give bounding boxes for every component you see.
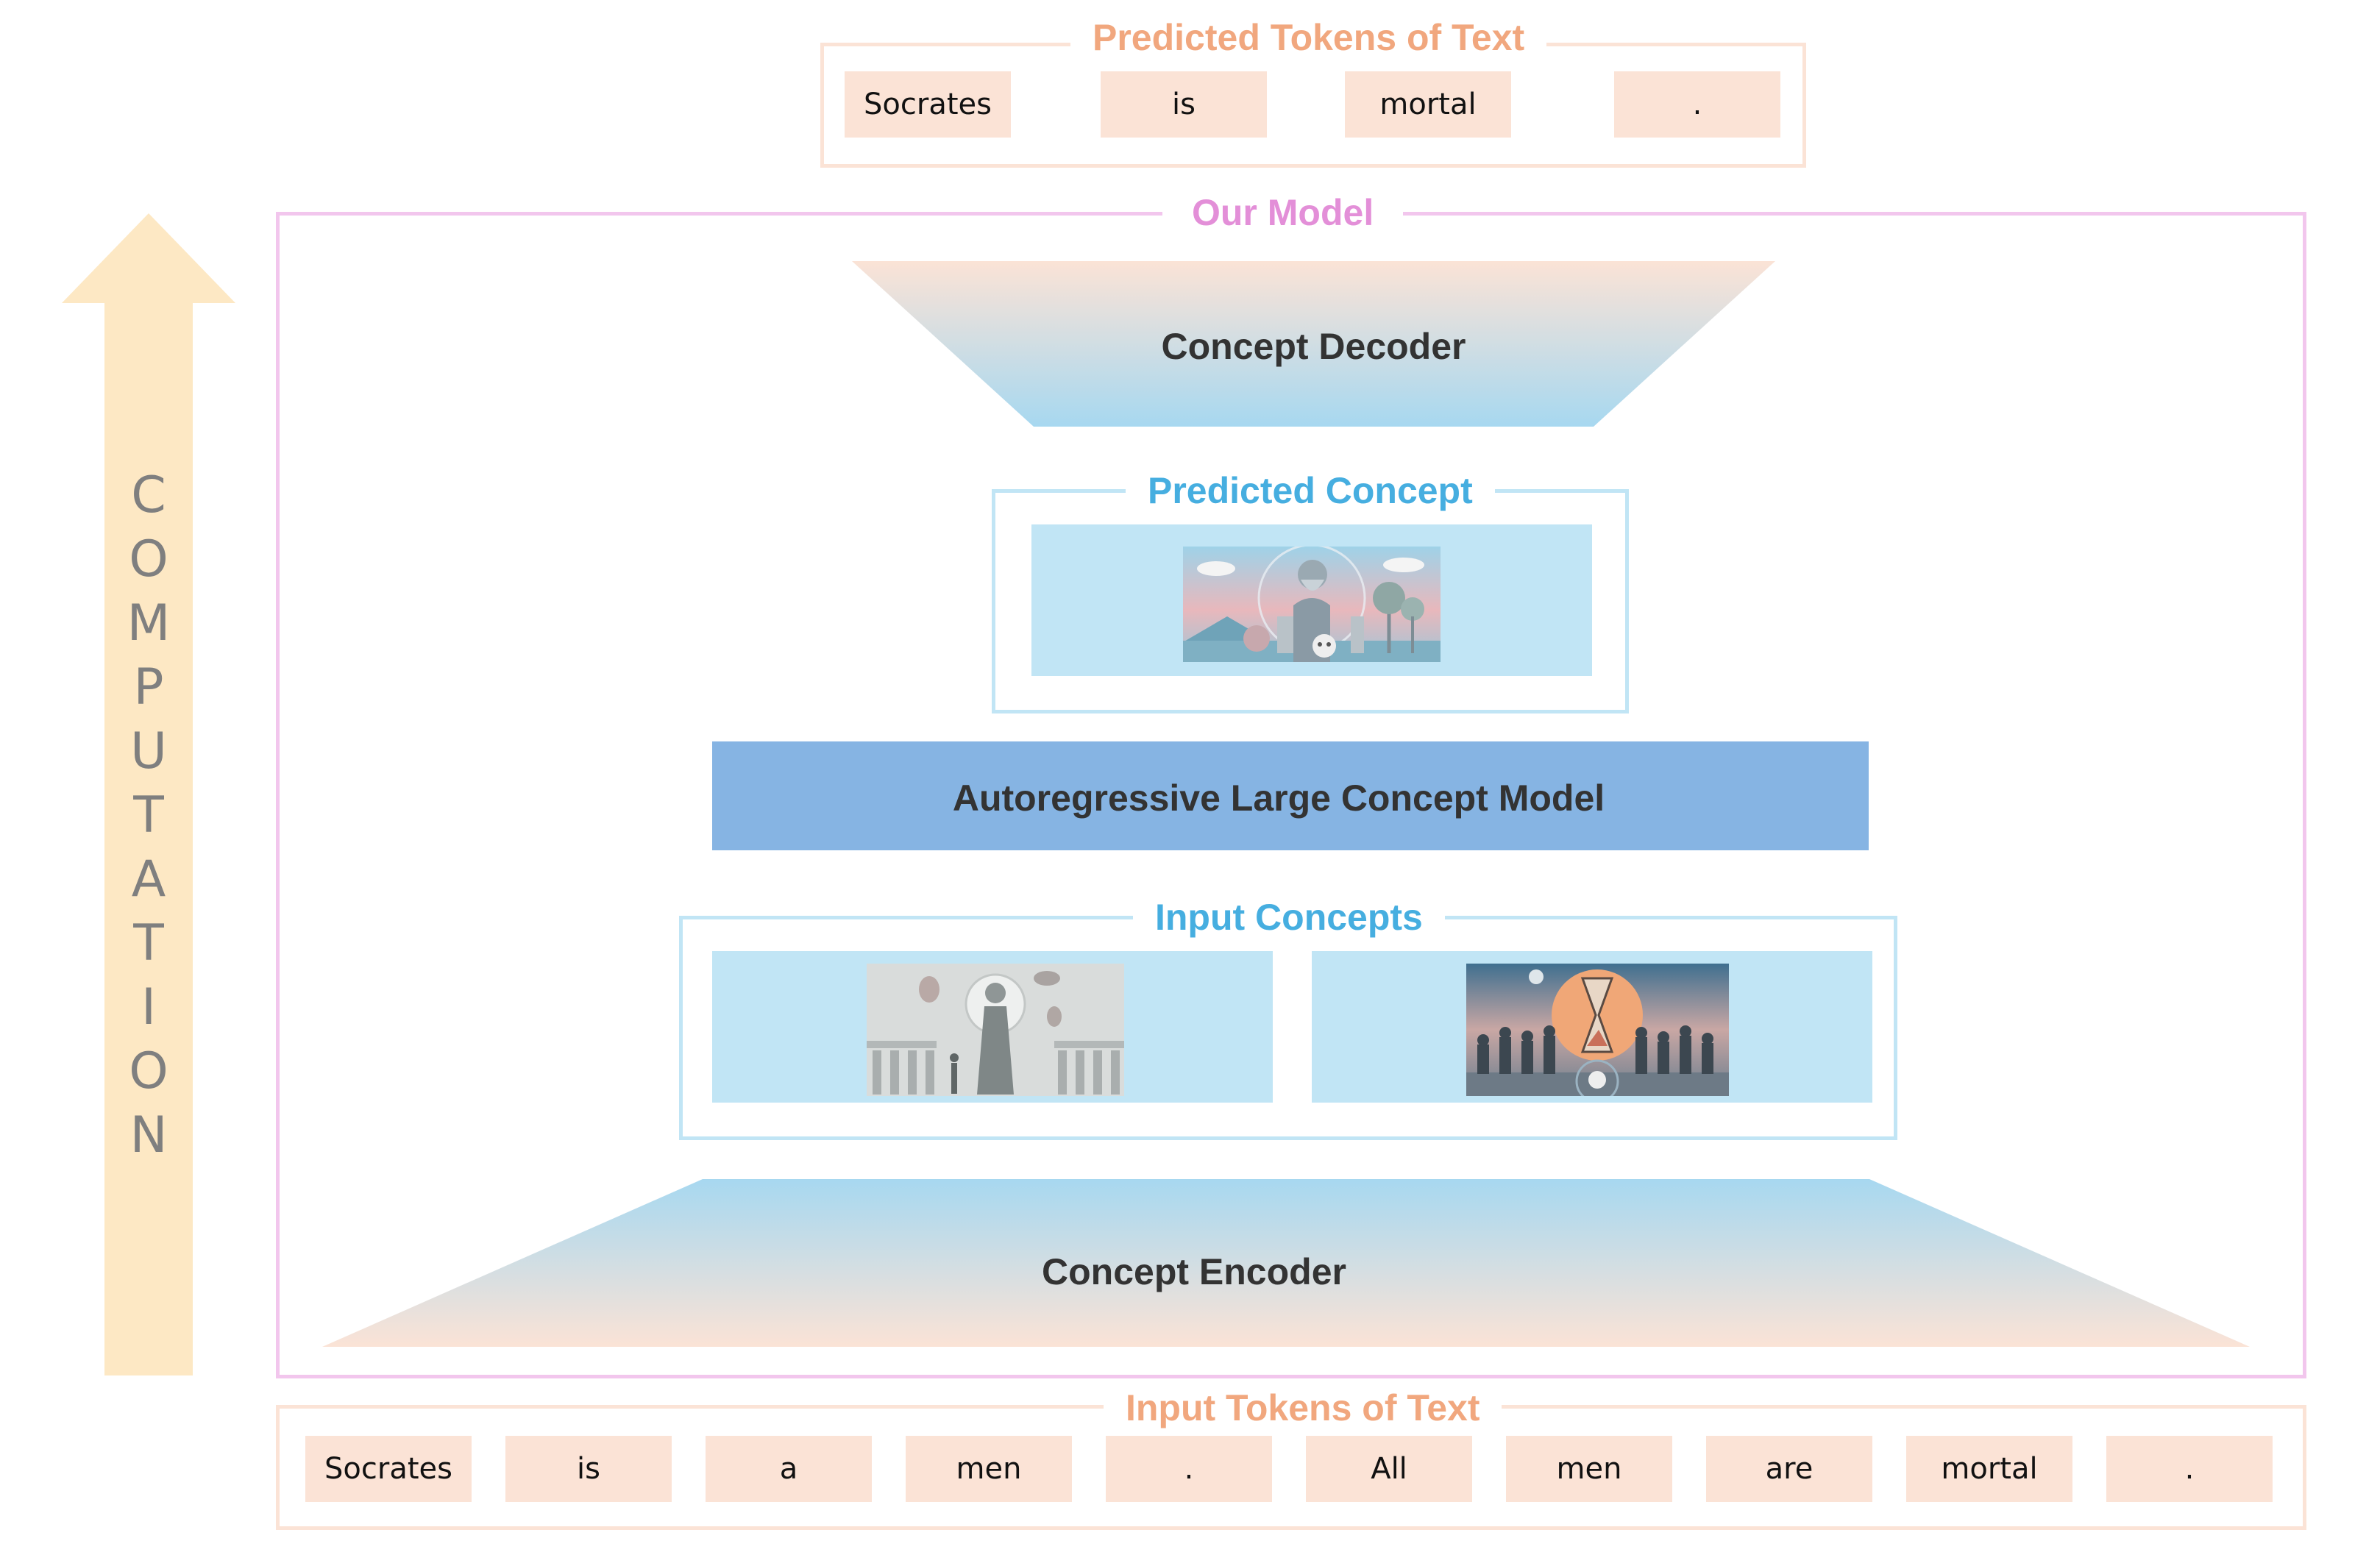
input-concept-image-2	[1466, 964, 1729, 1096]
input-token: .	[1106, 1436, 1272, 1502]
input-token: is	[505, 1436, 672, 1502]
computation-letter: I	[141, 978, 157, 1036]
computation-letter: P	[133, 658, 164, 716]
predicted-token: Socrates	[845, 71, 1011, 138]
computation-letter: O	[129, 1042, 168, 1100]
input-concepts-title: Input Concepts	[1133, 896, 1445, 939]
predicted-concept-title: Predicted Concept	[1126, 469, 1495, 512]
predicted-tokens-title: Predicted Tokens of Text	[1070, 16, 1547, 59]
input-token: men	[906, 1436, 1072, 1502]
computation-label: C O M P U T A T I O N	[104, 463, 193, 1167]
input-token: men	[1506, 1436, 1672, 1502]
computation-letter: O	[129, 530, 168, 588]
input-token: All	[1306, 1436, 1472, 1502]
computation-arrow	[62, 213, 235, 1375]
concept-decoder-shape	[852, 261, 1775, 427]
computation-letter: T	[133, 786, 164, 844]
input-concept-image-1	[867, 964, 1124, 1096]
concept-decoder-label: Concept Decoder	[1161, 326, 1466, 367]
computation-letter: A	[131, 850, 166, 908]
computation-letter: T	[133, 914, 164, 972]
predicted-token: is	[1101, 71, 1267, 138]
input-token: Socrates	[305, 1436, 472, 1502]
input-token: are	[1706, 1436, 1872, 1502]
input-token: .	[2106, 1436, 2273, 1502]
input-token: mortal	[1906, 1436, 2072, 1502]
concept-encoder-label: Concept Encoder	[1042, 1251, 1346, 1292]
lcm-block	[712, 741, 1869, 850]
computation-letter: U	[130, 722, 167, 780]
predicted-token: .	[1614, 71, 1780, 138]
computation-letter: M	[127, 594, 171, 652]
input-token: a	[706, 1436, 872, 1502]
input-tokens-title: Input Tokens of Text	[1104, 1387, 1502, 1429]
concept-encoder-shape	[322, 1179, 2250, 1347]
computation-letter: N	[129, 1106, 168, 1164]
predicted-concept-image	[1183, 547, 1441, 662]
predicted-token: mortal	[1345, 71, 1511, 138]
computation-letter: C	[131, 466, 166, 524]
lcm-label: Autoregressive Large Concept Model	[952, 777, 1605, 819]
model-title: Our Model	[1162, 191, 1404, 234]
